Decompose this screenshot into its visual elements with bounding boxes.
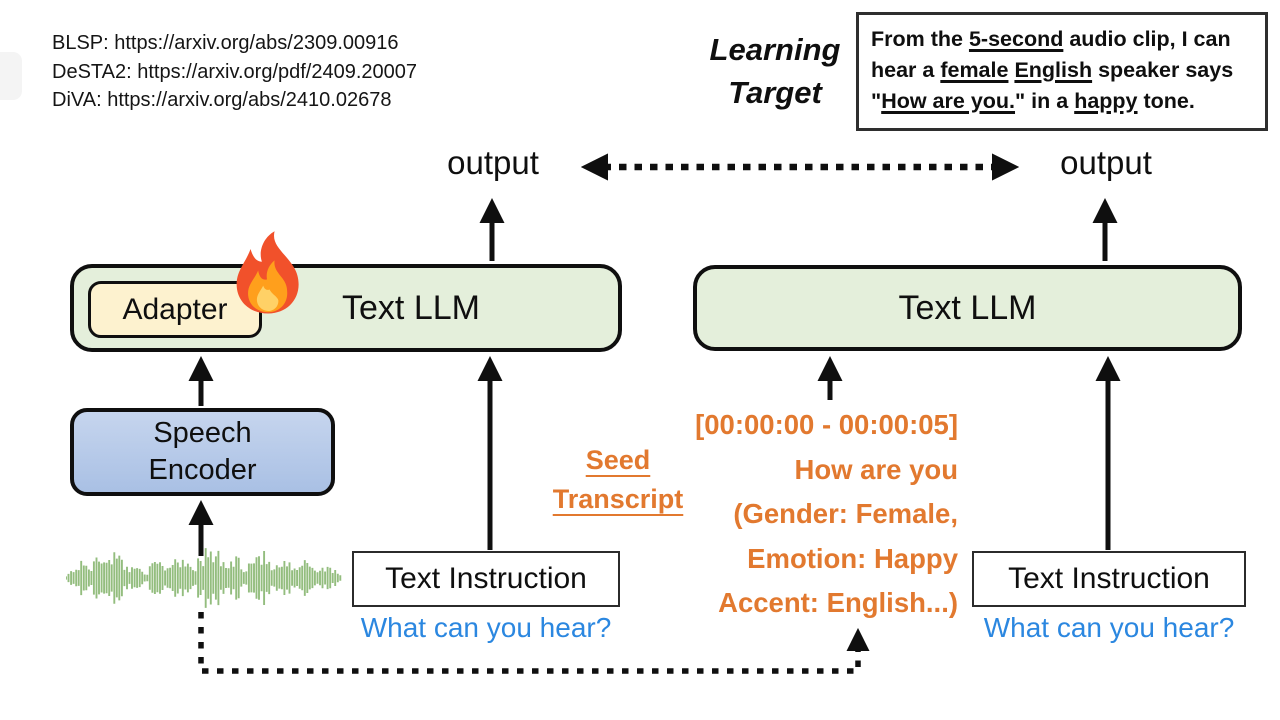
- output-label-right: output: [1060, 144, 1152, 181]
- decorative-mark: [0, 52, 22, 100]
- text-instruction-box-right: Text Instruction: [972, 551, 1246, 607]
- transcript-line-accent: Accent: English...): [718, 587, 958, 618]
- text-instruction-box-left: Text Instruction: [352, 551, 620, 607]
- text-llm-box-right: Text LLM: [693, 265, 1242, 351]
- fire-icon: [236, 231, 299, 314]
- reference-links: BLSP: https://arxiv.org/abs/2309.00916 D…: [52, 29, 417, 115]
- seed-transcript-text: [00:00:00 - 00:00:05] How are you (Gende…: [655, 403, 958, 626]
- reference-link-blsp: BLSP: https://arxiv.org/abs/2309.00916: [52, 32, 399, 54]
- text-llm-box-left: Text LLM: [70, 264, 622, 352]
- text-llm-label-right: Text LLM: [898, 288, 1037, 327]
- text-instruction-label-left: Text Instruction: [385, 562, 587, 595]
- speech-encoder-label: Speech Encoder: [148, 417, 257, 486]
- speech-encoder-box: Speech Encoder: [70, 408, 335, 496]
- learning-target-label: Learning Target: [709, 32, 841, 110]
- transcript-line-emotion: Emotion: Happy: [747, 542, 958, 574]
- adapter-label: Adapter: [122, 292, 228, 326]
- output-label-left: output: [447, 144, 539, 181]
- transcript-line-gender: (Gender: Female,: [733, 498, 958, 529]
- text-instruction-label-right: Text Instruction: [1008, 562, 1210, 595]
- instruction-prompt-left: What can you hear?: [360, 612, 612, 643]
- seed-transcript-label: Seed Transcript: [552, 445, 684, 514]
- reference-link-diva: DiVA: https://arxiv.org/abs/2410.02678: [52, 89, 392, 111]
- audio-waveform: [66, 548, 342, 608]
- instruction-prompt-right: What can you hear?: [983, 612, 1235, 643]
- transcript-line-timestamp: [00:00:00 - 00:00:05]: [695, 409, 958, 440]
- text-llm-label-left: Text LLM: [342, 288, 480, 327]
- transcript-line-text: How are you: [794, 453, 958, 485]
- learning-target-text-box: From the 5-second audio clip, I can hear…: [856, 12, 1268, 131]
- reference-link-desta2: DeSTA2: https://arxiv.org/pdf/2409.20007: [52, 60, 418, 83]
- adapter-box: Adapter: [88, 281, 262, 338]
